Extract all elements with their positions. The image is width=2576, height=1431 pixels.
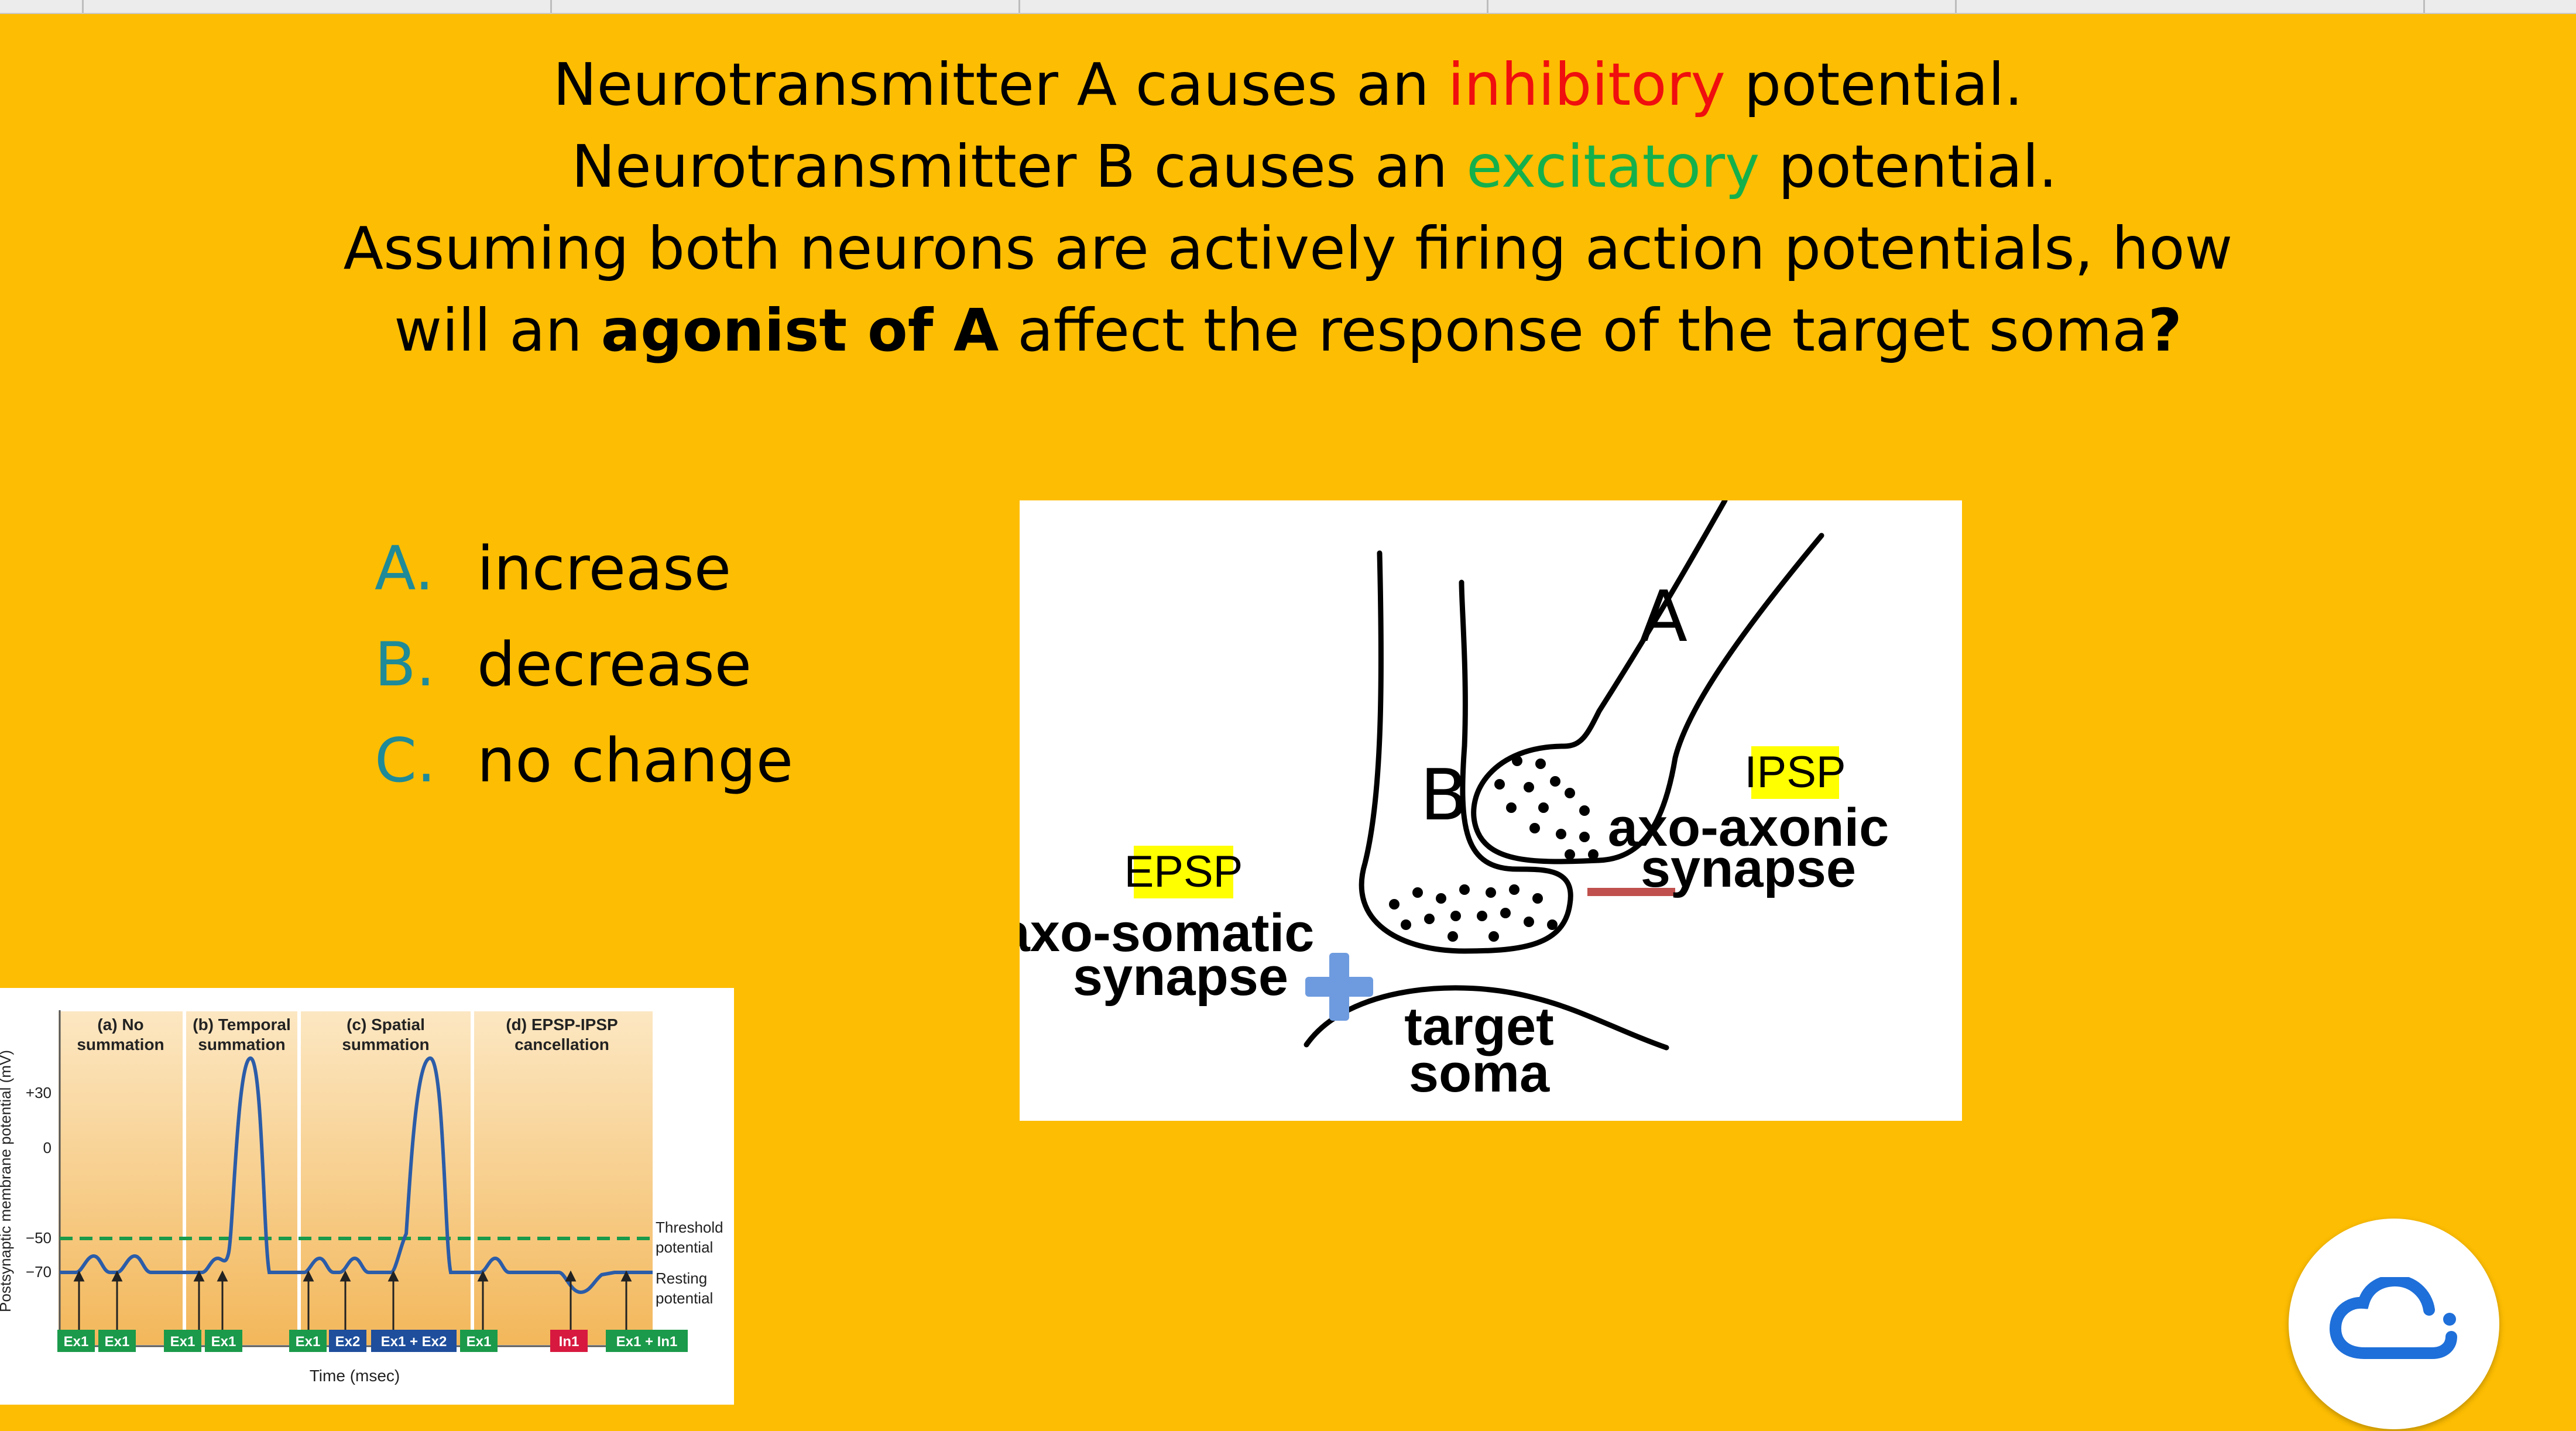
threshold-label-2: potential (656, 1238, 713, 1256)
target-label-1: target (1404, 997, 1554, 1056)
axo-axonic-label-2: synapse (1641, 839, 1856, 898)
panel-a-bg (59, 1011, 183, 1345)
neuron-a-outline (1471, 500, 1824, 864)
question-line-3: Assuming both neurons are actively firin… (343, 214, 2233, 283)
agonist-phrase: agonist of A (601, 296, 999, 365)
resting-label-2: potential (656, 1289, 713, 1307)
panel-b-title-1: (b) Temporal (193, 1015, 290, 1034)
x-axis-label: Time (msec) (310, 1367, 400, 1385)
ytick-minus70: −70 (26, 1263, 52, 1281)
stim-c-3: Ex1 + Ex2 (381, 1334, 447, 1350)
ipsp-highlight (1751, 746, 1839, 799)
cloud-sync-button[interactable] (2289, 1219, 2499, 1429)
stim-d-1: In1 (559, 1334, 579, 1350)
stim-c-1: Ex1 (296, 1334, 321, 1350)
synapse-diagram: A B IPSP EPSP axo-somatic synapse axo-ax… (1020, 500, 1962, 1121)
panel-a-title-1: (a) No (97, 1015, 143, 1034)
tab[interactable] (1018, 0, 1488, 13)
label-a: A (1639, 576, 1687, 658)
panel-c-title-2: summation (342, 1035, 429, 1053)
target-soma-outline (1304, 985, 1669, 1051)
panel-b-bg (186, 1011, 297, 1345)
panel-c-title-1: (c) Spatial (347, 1015, 425, 1034)
panel-d-bg (474, 1011, 653, 1345)
epsp-label: EPSP (1124, 847, 1243, 897)
stim-b-2: Ex1 (211, 1334, 236, 1350)
panel-d-title-1: (d) EPSP-IPSP (506, 1015, 618, 1034)
target-label-2: soma (1409, 1044, 1550, 1103)
inhibitory-word: inhibitory (1448, 50, 1726, 119)
vesicles-b (1389, 884, 1558, 942)
tab[interactable] (0, 0, 84, 13)
panel-d-title-2: cancellation (514, 1035, 609, 1053)
panel-b-title-2: summation (198, 1035, 285, 1053)
panel-c-bg (301, 1011, 471, 1345)
option-a[interactable]: A.increase (375, 534, 732, 604)
tab[interactable] (82, 0, 552, 13)
axo-axonic-label-1: axo-axonic (1608, 798, 1889, 857)
panel-a-title-2: summation (77, 1035, 164, 1053)
question-line-4: will an agonist of A affect the response… (394, 296, 2182, 365)
ytick-0: 0 (43, 1139, 52, 1157)
label-b: B (1420, 755, 1468, 836)
browser-tab-strip (0, 0, 2576, 14)
cloud-icon (2330, 1277, 2457, 1359)
option-c[interactable]: C.no change (375, 726, 794, 796)
ytick-minus50: −50 (26, 1229, 52, 1247)
question-line-2: Neurotransmitter B causes an excitatory … (571, 132, 2057, 201)
stim-d-2: Ex1 + In1 (616, 1334, 678, 1350)
neuron-b-outline (1359, 550, 1573, 954)
ytick-plus30: +30 (26, 1084, 52, 1101)
epsp-highlight (1134, 846, 1233, 898)
threshold-label-1: Threshold (656, 1219, 723, 1236)
vesicles-a (1494, 756, 1599, 860)
tab[interactable] (1487, 0, 1957, 13)
axo-somatic-label-1: axo-somatic (1020, 903, 1314, 963)
resting-label-1: Resting (656, 1269, 707, 1287)
tab[interactable] (1955, 0, 2425, 13)
option-b[interactable]: B.decrease (375, 630, 752, 700)
stim-c-4: Ex1 (467, 1334, 492, 1350)
stim-b-1: Ex1 (170, 1334, 195, 1350)
tab[interactable] (550, 0, 1020, 13)
membrane-potential-trace (60, 1056, 653, 1295)
axo-somatic-label-2: synapse (1073, 947, 1288, 1007)
y-axis-label: Postsynaptic membrane potential (mV) (0, 1050, 14, 1312)
question-text: Neurotransmitter A causes an inhibitory … (0, 44, 2576, 372)
excitatory-word: excitatory (1466, 132, 1760, 201)
stim-a-2: Ex1 (105, 1334, 130, 1350)
stim-c-2: Ex2 (335, 1334, 361, 1350)
minus-icon (1587, 888, 1675, 896)
plus-icon (1305, 953, 1373, 1021)
stim-a-1: Ex1 (64, 1334, 89, 1350)
answer-options: A.increase B.decrease C.no change (375, 521, 793, 809)
summation-chart: (a) No summation (b) Temporal summation … (0, 988, 734, 1405)
ipsp-label: IPSP (1744, 747, 1846, 797)
question-line-1: Neurotransmitter A causes an inhibitory … (553, 50, 2023, 119)
